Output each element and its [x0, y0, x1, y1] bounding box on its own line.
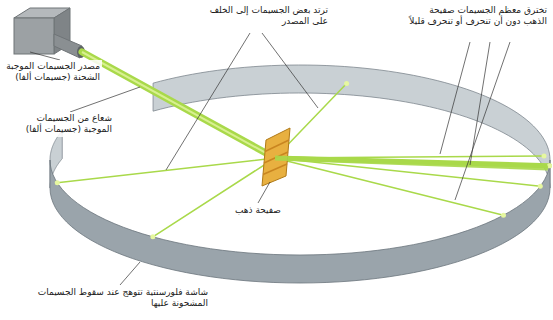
leader-line [262, 33, 318, 108]
alpha-beam-core [82, 52, 275, 158]
leader-line [166, 33, 250, 170]
leader-line [120, 262, 140, 285]
callout-label: شعاع من الجسيمات الموجبة (جسيمات ألفا) [4, 112, 114, 137]
screen-front-wall [50, 160, 550, 283]
glow-spot [344, 81, 349, 86]
leader-line [258, 182, 270, 203]
callout-label: تخترق معظم الجسيمات صفيحة الذهب دون أن ت… [405, 4, 549, 29]
glow-spot [55, 180, 60, 185]
alpha-source [14, 8, 85, 58]
transmitted-beam [275, 158, 548, 168]
leader-line [440, 42, 470, 154]
callout-label: صفيحة ذهب [225, 204, 283, 217]
callout-label: مصدر الجسيمات الموجبة الشحنة (جسيمات ألف… [4, 60, 102, 85]
leader-line [470, 42, 490, 165]
leader-line [455, 42, 510, 200]
glow-spot [150, 234, 155, 239]
glow-spot [501, 213, 506, 218]
leader-line [30, 52, 60, 60]
callout-label: ترتد بعض الجسيمات إلى الخلف على المصدر [200, 4, 330, 29]
glow-spot [538, 184, 543, 189]
alpha-ray [153, 158, 275, 237]
glow-spot [541, 154, 546, 159]
leader-line [70, 87, 140, 112]
alpha-beam [82, 52, 275, 158]
callout-label: شاشة فلورسنتية تتوهج عند سقوط الجسيمات ا… [30, 286, 210, 311]
